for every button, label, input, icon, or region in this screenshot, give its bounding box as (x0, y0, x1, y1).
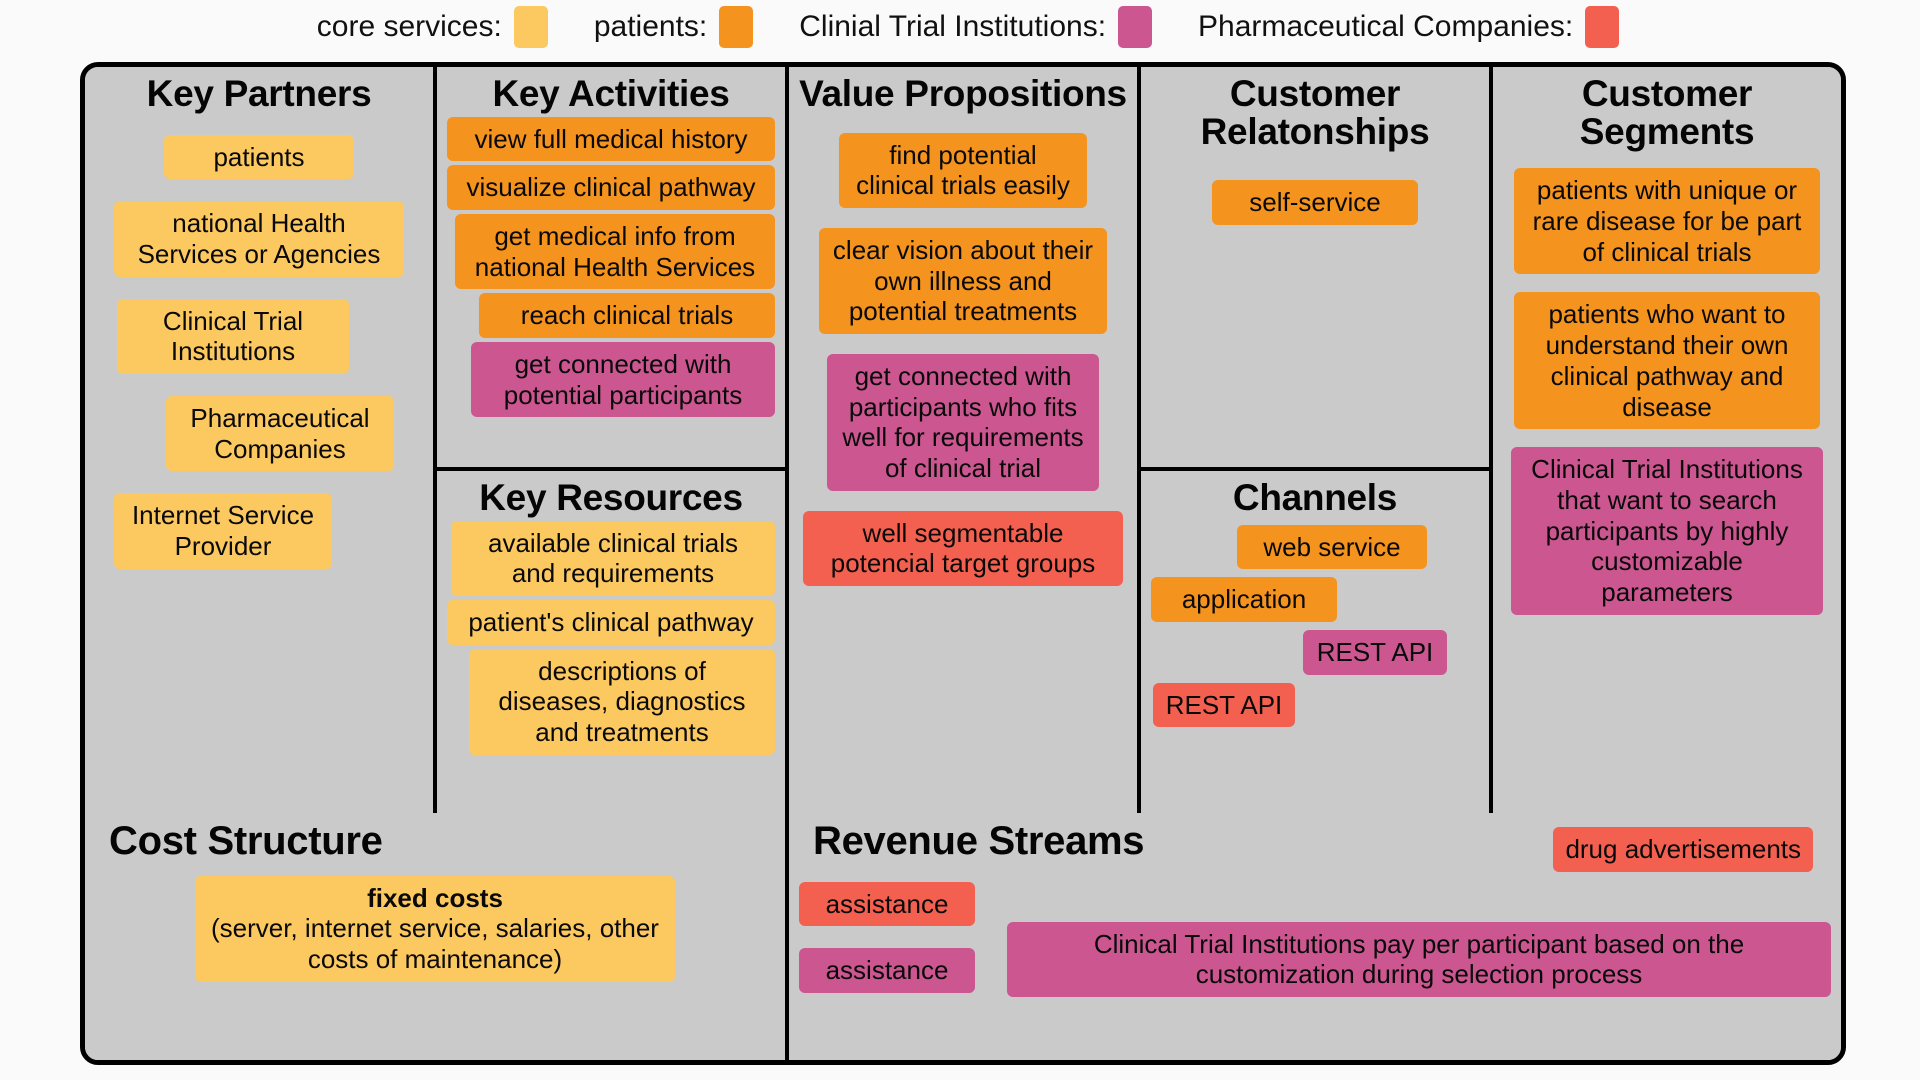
channels-title: Channels (1232, 477, 1398, 518)
legend-label: patients: (593, 10, 708, 43)
row-divider (437, 467, 785, 471)
legend-label: core services: (316, 10, 502, 43)
block-value-propositions: Value Propositions find potential clinic… (789, 67, 1137, 813)
column-divider (433, 67, 437, 813)
customer-relationships-cell: Customer Relatonships self-service (1141, 67, 1489, 467)
sticky-note-get-connected-with-participants-who-fits-well-fo[interactable]: get connected with participants who fits… (827, 354, 1099, 491)
customer-segments-cell: Customer Segments patients with unique o… (1493, 67, 1841, 625)
key-partners-cell: Key Partners patients national Health Ser… (85, 67, 433, 579)
block-cost-structure: Cost Structure fixed costs (server, inte… (85, 813, 785, 1060)
sticky-note-clear-vision-about-their-own-illness-and-potenti[interactable]: clear vision about their own illness and… (819, 228, 1107, 335)
sticky-note-get-medical-info-from-national-health-services[interactable]: get medical info from national Health Se… (455, 214, 775, 290)
sticky-note-visualize-clinical-pathway[interactable]: visualize clinical pathway (447, 165, 775, 211)
sticky-note-patient-s-clinical-pathway[interactable]: patient's clinical pathway (447, 600, 775, 645)
sticky-note-assistance[interactable]: assistance (799, 948, 975, 994)
key-activities-title: Key Activities (492, 73, 730, 114)
sticky-note-self-service[interactable]: self-service (1212, 180, 1418, 226)
sticky-note-fixed-costs[interactable]: fixed costs (server, internet service, s… (195, 875, 675, 982)
block-customer-relationships-channels: Customer Relatonships self-service Chann… (1141, 67, 1489, 813)
legend-swatch-patients (719, 6, 754, 48)
legend-bar: core services: patients: Clinial Trial Ins… (0, 0, 1920, 54)
revenue-streams-left-notes: assistance assistance (799, 881, 975, 994)
fixed-costs-heading: fixed costs (367, 882, 503, 913)
block-key-partners: Key Partners patients national Health Ser… (85, 67, 433, 813)
row-divider (1141, 467, 1489, 471)
sticky-note-patients[interactable]: patients (164, 134, 354, 180)
canvas-top-row: Key Partners patients national Health Ser… (85, 67, 1841, 813)
sticky-note-web-service[interactable]: web service (1237, 524, 1427, 570)
key-partners-notes: patients national Health Services or Agen… (95, 113, 423, 569)
key-partners-title: Key Partners (146, 73, 372, 114)
legend-label: Pharmaceutical Companies: (1198, 10, 1574, 43)
key-activities-cell: Key Activities view full medical history… (437, 67, 785, 467)
column-divider (785, 813, 789, 1060)
key-resources-cell: Key Resources available clinical trials … (437, 471, 785, 813)
sticky-note-rest-api[interactable]: REST API (1153, 682, 1295, 728)
sticky-note-patients-who-want-to-understand-their-own-clinic[interactable]: patients who want to understand their ow… (1514, 292, 1820, 430)
customer-relationships-title: Customer Relatonships (1200, 73, 1430, 152)
block-revenue-streams: Revenue Streams drug advertisements assi… (789, 813, 1841, 1060)
sticky-note-national-health-services-or-agencies[interactable]: national Health Services or Agencies (114, 201, 404, 277)
sticky-note-find-potential-clinical-trials-easily[interactable]: find potential clinical trials easily (839, 132, 1087, 209)
sticky-note-pay-per-participant[interactable]: Clinical Trial Institutions pay per part… (1007, 921, 1831, 998)
revenue-streams-title: Revenue Streams (813, 819, 1145, 863)
customer-segments-title: Customer Segments (1579, 73, 1755, 152)
legend-swatch-core-services (513, 6, 548, 48)
value-propositions-cell: Value Propositions find potential clinic… (789, 67, 1137, 596)
cost-structure-notes: fixed costs (server, internet service, s… (95, 862, 775, 982)
column-divider (1137, 67, 1141, 813)
sticky-note-clinical-trial-institutions[interactable]: Clinical Trial Institutions (117, 298, 349, 375)
sticky-note-well-segmentable-potencial-target-groups[interactable]: well segmentable potencial target groups (803, 510, 1123, 587)
sticky-note-drug-advertisements[interactable]: drug advertisements (1553, 827, 1813, 872)
sticky-note-descriptions-of-diseases-diagnostics-and-treatme[interactable]: descriptions of diseases, diagnostics an… (469, 648, 775, 755)
revenue-streams-body: assistance assistance Clinical Trial Inst… (799, 881, 1831, 998)
legend-item-patients: patients: (593, 6, 754, 48)
legend-swatch-pharmaceutical-companies (1585, 6, 1620, 48)
cost-structure-cell: Cost Structure fixed costs (server, inte… (85, 813, 785, 992)
sticky-note-available-clinical-trials-and-requirements[interactable]: available clinical trials and requiremen… (451, 520, 775, 597)
sticky-note-assistance[interactable]: assistance (799, 881, 975, 927)
customer-segments-notes: patients with unique or rare disease for… (1503, 150, 1831, 615)
legend-swatch-clinical-trial-institutions (1118, 6, 1153, 48)
sticky-note-patients-with-unique-or-rare-disease-for-be-part[interactable]: patients with unique or rare disease for… (1514, 168, 1820, 275)
revenue-streams-cell: Revenue Streams drug advertisements assi… (789, 813, 1841, 1007)
block-customer-segments: Customer Segments patients with unique o… (1493, 67, 1841, 813)
sticky-note-pharmaceutical-companies[interactable]: Pharmaceutical Companies (166, 396, 394, 472)
key-resources-notes: available clinical trials and requiremen… (447, 517, 775, 755)
revenue-streams-header: Revenue Streams drug advertisements (799, 821, 1831, 872)
customer-relationships-notes: self-service (1151, 150, 1479, 226)
legend-item-clinial-trial-institutions: Clinial Trial Institutions: (799, 6, 1153, 48)
column-divider (785, 67, 789, 813)
sticky-note-view-full-medical-history[interactable]: view full medical history (447, 116, 775, 162)
value-propositions-notes: find potential clinical trials easily cle… (799, 113, 1127, 587)
legend-item-pharmaceutical-companies: Pharmaceutical Companies: (1198, 6, 1620, 48)
sticky-note-rest-api[interactable]: REST API (1303, 630, 1447, 675)
canvas-bottom-row: Cost Structure fixed costs (server, inte… (85, 813, 1841, 1060)
legend-label: Clinial Trial Institutions: (799, 10, 1107, 43)
block-key-activities-resources: Key Activities view full medical history… (437, 67, 785, 813)
column-divider (1489, 67, 1493, 813)
cost-structure-title: Cost Structure (109, 819, 383, 863)
sticky-note-clinical-trial-institutions-that-want-to-search-[interactable]: Clinical Trial Institutions that want to… (1511, 447, 1823, 615)
legend-item-core-services: core services: (317, 6, 548, 48)
sticky-note-application[interactable]: application (1151, 577, 1337, 623)
sticky-note-internet-service-provider[interactable]: Internet Service Provider (114, 493, 332, 569)
fixed-costs-body: (server, internet service, salaries, oth… (211, 913, 659, 975)
business-model-canvas: Key Partners patients national Health Ser… (80, 62, 1846, 1065)
sticky-note-get-connected-with-potential-participants[interactable]: get connected with potential participant… (471, 342, 775, 418)
sticky-note-reach-clinical-trials[interactable]: reach clinical trials (479, 293, 775, 339)
key-resources-title: Key Resources (479, 477, 743, 518)
value-propositions-title: Value Propositions (799, 73, 1127, 114)
